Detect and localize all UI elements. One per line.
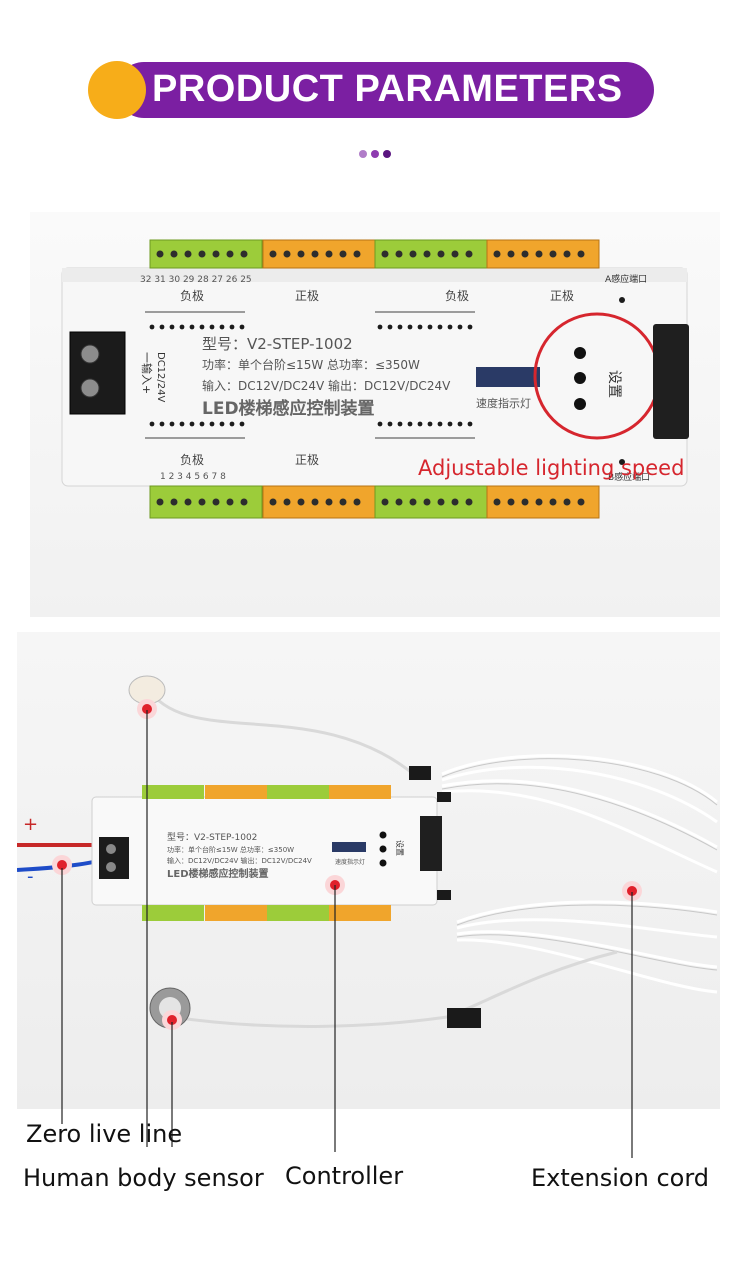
wiring-overview-photo: + - 型号：V2-STEP-1002 功率：单个台阶≤15W 总功率：≤350…: [17, 632, 720, 1109]
neg-label-1: 负极: [180, 289, 204, 303]
human-body-sensor-label: Human body sensor: [23, 1164, 264, 1192]
banner-circle: [88, 61, 146, 119]
wiring-overview-svg: + - 型号：V2-STEP-1002 功率：单个台阶≤15W 总功率：≤350…: [17, 675, 718, 1030]
model-text: 型号：V2-STEP-1002: [202, 335, 353, 353]
device-name-text: LED楼梯感应控制装置: [202, 398, 375, 419]
io-text: 输入：DC12V/DC24V 输出：DC12V/DC24V: [202, 378, 451, 393]
mini-setting-label: 设置: [395, 840, 405, 856]
bottom-terminal-numbers: 1 2 3 4 5 6 7 8: [160, 472, 226, 482]
decorative-dots: [359, 150, 393, 160]
zero-live-line-label: Zero live line: [26, 1120, 183, 1148]
plus-sign: +: [23, 814, 38, 835]
header-banner: PRODUCT PARAMETERS: [88, 61, 654, 119]
mini-power-text: 功率：单个台阶≤15W 总功率：≤350W: [167, 845, 294, 854]
page-title: PRODUCT PARAMETERS: [152, 68, 623, 110]
dot-3: [383, 150, 391, 158]
mini-speed-indicator: 速度指示灯: [335, 858, 365, 866]
extension-cord-label: Extension cord: [531, 1164, 710, 1192]
mini-io-text: 输入：DC12V/DC24V 输出：DC12V/DC24V: [167, 856, 312, 865]
controller-closeup-svg: 32 31 30 29 28 27 26 25 1 2 3 4 5 6 7 8 …: [61, 239, 689, 519]
mini-model-text: 型号：V2-STEP-1002: [167, 832, 257, 843]
minus-sign: -: [27, 866, 34, 887]
voltage-label: DC12/24V: [155, 352, 166, 403]
neg-label-2: 负极: [445, 289, 469, 303]
speed-indicator-label: 速度指示灯: [476, 396, 531, 410]
dot-2: [371, 150, 379, 158]
pos-label-2: 正极: [550, 289, 574, 303]
pos-label-3: 正极: [295, 453, 319, 467]
dot-1: [359, 150, 367, 158]
pos-label-1: 正极: [295, 289, 319, 303]
setting-label: 设置: [606, 370, 622, 398]
controller-closeup-photo: 32 31 30 29 28 27 26 25 1 2 3 4 5 6 7 8 …: [30, 212, 720, 617]
neg-label-3: 负极: [180, 453, 204, 467]
top-terminal-numbers: 32 31 30 29 28 27 26 25: [140, 275, 252, 285]
input-label: 一输入+: [140, 352, 154, 394]
sensor-port-b-label: B感应端口: [608, 471, 650, 483]
pointer-markers: [52, 699, 642, 1030]
controller-label: Controller: [285, 1162, 404, 1190]
power-text: 功率：单个台阶≤15W 总功率：≤350W: [202, 357, 420, 372]
banner-pill: [116, 62, 654, 118]
mini-device-name: LED楼梯感应控制装置: [167, 867, 269, 880]
sensor-port-a-label: A感应端口: [605, 273, 647, 285]
adjustable-speed-annotation: Adjustable lighting speed: [418, 456, 684, 480]
